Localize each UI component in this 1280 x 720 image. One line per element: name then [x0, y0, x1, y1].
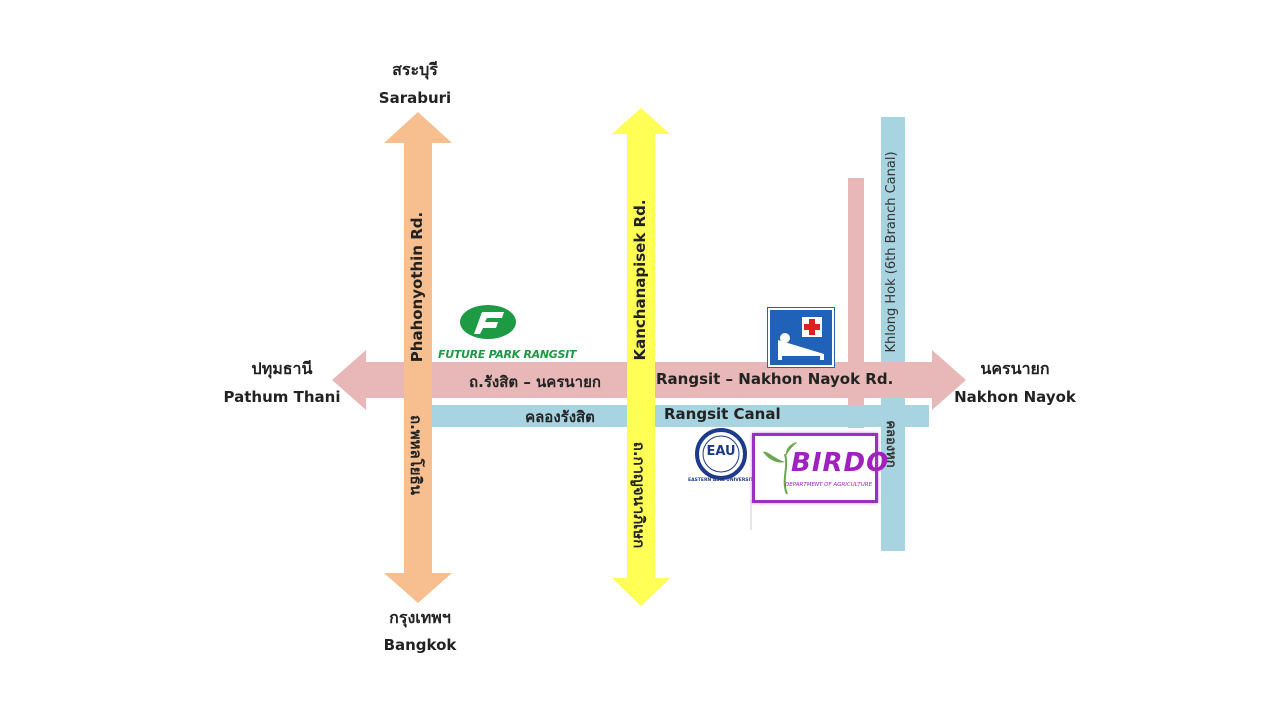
rangsit-canal — [432, 405, 929, 427]
lane-line — [750, 500, 752, 530]
main-road-en-label: Rangsit – Nakhon Nayok Rd. — [656, 370, 894, 388]
future-park-text: FUTURE PARK RANGSIT — [438, 348, 577, 361]
kanchanapisek-thai-label: ถ.กาญจนาภิเษก — [630, 441, 648, 549]
phahonyothin-road — [384, 112, 452, 603]
rangsit-canal-thai-label: คลองรังสิต — [525, 408, 595, 426]
north-thai-label: สระบุรี — [392, 60, 438, 79]
main-road-thai-label: ถ.รังสิต – นครนายก — [469, 373, 601, 391]
future-park-logo: FUTURE PARK RANGSIT — [438, 302, 577, 364]
khlong-hok-en-label: Khlong Hok (6th Branch Canal) — [884, 151, 899, 353]
north-en-label: Saraburi — [378, 89, 452, 107]
phahonyothin-en-label: Phahonyothin Rd. — [408, 211, 426, 363]
birdo-title: BIRDO — [791, 448, 890, 478]
kanchanapisek-road — [612, 108, 670, 606]
east-thai-label: นครนายก — [980, 359, 1050, 378]
east-en-label: Nakhon Nayok — [954, 388, 1076, 406]
plant-icon — [763, 442, 797, 495]
future-park-emblem-icon — [460, 305, 516, 339]
phahonyothin-thai-label: ถ.พหลโยธิน — [407, 414, 425, 495]
rangsit-canal-en-label: Rangsit Canal — [664, 405, 781, 423]
west-thai-label: ปทุมธานี — [251, 359, 313, 378]
south-en-label: Bangkok — [383, 636, 457, 654]
west-en-label: Pathum Thani — [223, 388, 341, 406]
khlong-hok-canal — [881, 117, 905, 551]
birdo-subtitle: DEPARTMENT OF AGRICULTURE — [785, 482, 873, 488]
south-thai-label: กรุงเทพฯ — [389, 608, 451, 627]
eau-name-label: EASTERN ASIA UNIVERSITY — [688, 478, 757, 483]
eau-emblem-icon — [695, 428, 747, 480]
eau-logo: EAU EASTERN ASIA UNIVERSITY — [688, 428, 757, 490]
birdo-logo: BIRDO DEPARTMENT OF AGRICULTURE — [752, 433, 888, 503]
eau-short-label: EAU — [706, 444, 736, 459]
hospital-icon — [767, 307, 835, 368]
kanchanapisek-en-label: Kanchanapisek Rd. — [631, 199, 649, 361]
